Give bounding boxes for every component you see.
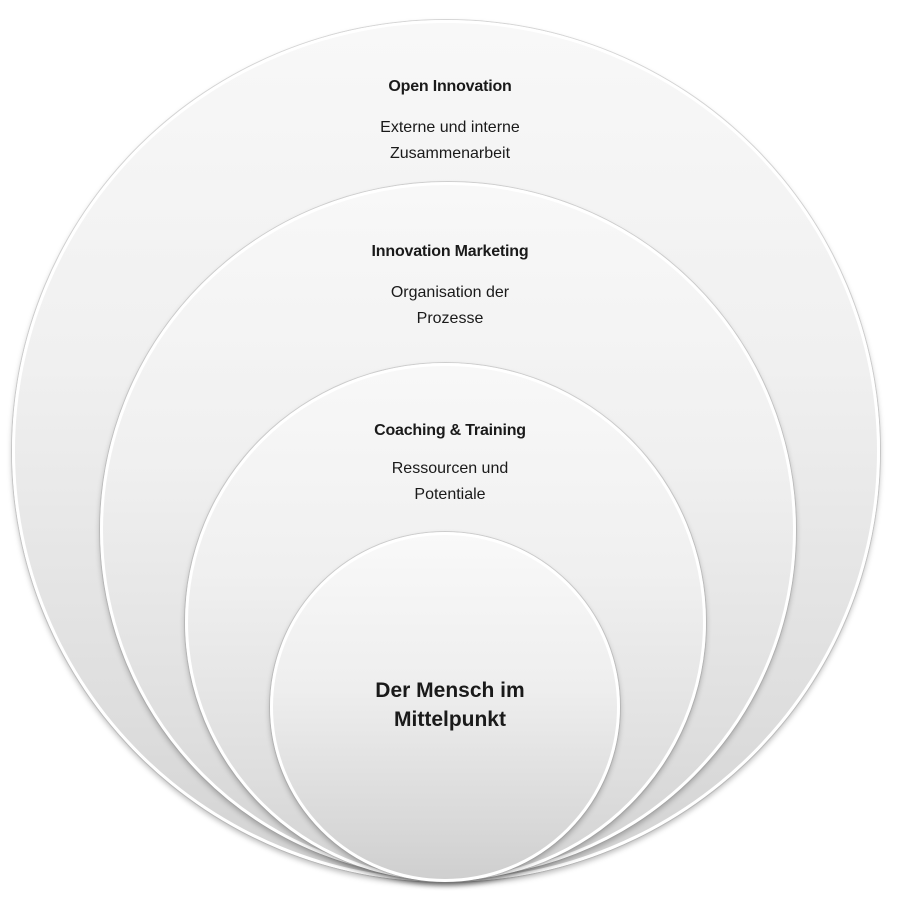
inner-circle-der-mensch [270,532,620,882]
core-title: Der Mensch im Mittelpunkt [0,676,900,734]
layer-1-subtitle-line-2: Zusammenarbeit [389,145,511,162]
layer-2-subtitle: Organisation der Prozesse [0,280,900,332]
layer-3-subtitle-line-1: Ressourcen und [391,460,509,477]
layer-2-title: Innovation Marketing [371,243,529,260]
core-title-line-2: Mittelpunkt [394,708,506,731]
layer-3-title: Coaching & Training [374,422,526,439]
layer-1-subtitle: Externe und interne Zusammenarbeit [0,115,900,167]
layer-3-subtitle-line-2: Potentiale [414,486,486,503]
layer-2-subtitle-line-1: Organisation der [390,284,510,301]
layer-1-subtitle-line-1: Externe und interne [380,119,520,136]
layer-2-subtitle-line-2: Prozesse [416,310,484,327]
core-title-line-1: Der Mensch im [375,679,525,702]
layer-1-title: Open Innovation [388,78,512,95]
layer-3-subtitle: Ressourcen und Potentiale [0,456,900,508]
